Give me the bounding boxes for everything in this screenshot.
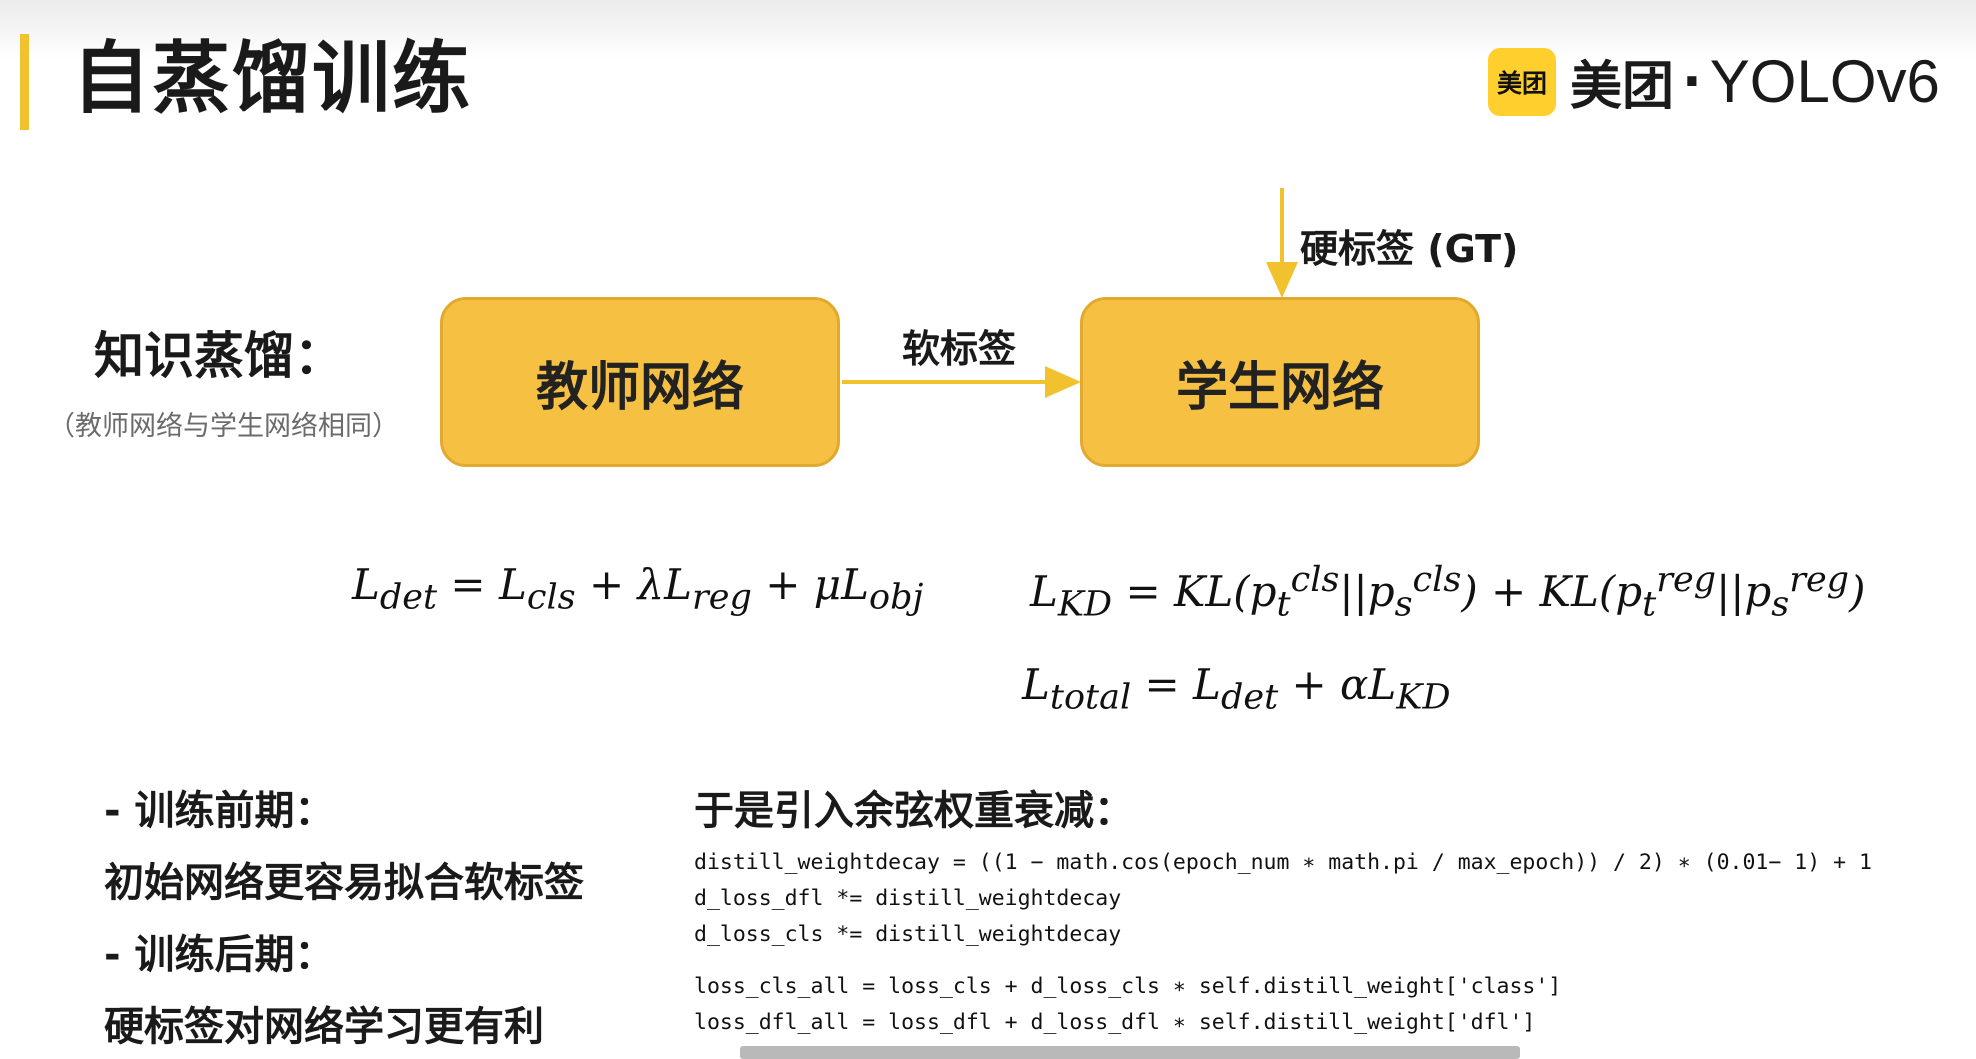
kd-loss-formula: LKD = KL(ptcls||pscls) + KL(ptreg||psreg… [1030,560,1866,625]
student-network-box: 学生网络 [1080,297,1480,467]
student-network-label: 学生网络 [1175,357,1384,418]
kd-heading: 知识蒸馏： [94,327,344,385]
logo-dot: · [1682,51,1702,112]
logo-cn-text: 美团 [1570,57,1675,117]
total-loss-formula: Ltotal = Ldet + αLKD [1022,660,1451,718]
cosine-decay-heading: 于是引入余弦权重衰减： [694,788,1134,834]
code-line-2: d_loss_dfl *= distill_weightdecay [694,886,1122,911]
early-stage-text: 初始网络更容易拟合软标签 [104,860,584,906]
brand-logo: 美团 美团 · YOLOv6 [1488,44,1940,119]
horizontal-scrollbar[interactable] [740,1046,1520,1059]
title-accent-bar [20,34,29,130]
meituan-logo-icon: 美团 [1488,47,1556,116]
code-line-4: loss_cls_all = loss_cls + d_loss_cls ∗ s… [694,974,1562,999]
teacher-network-box: 教师网络 [440,297,840,467]
code-line-5: loss_dfl_all = loss_dfl + d_loss_dfl ∗ s… [694,1010,1536,1035]
soft-label-text: 软标签 [902,327,1017,371]
early-stage-heading: - 训练前期： [104,788,335,834]
slide-title: 自蒸馏训练 [72,34,473,124]
late-stage-heading: - 训练后期： [104,932,335,978]
code-line-1: distill_weightdecay = ((1 − math.cos(epo… [694,850,1872,875]
top-shadow [0,0,1976,60]
hard-label-text: 硬标签 (GT) [1300,227,1519,271]
teacher-network-label: 教师网络 [535,357,744,418]
late-stage-text: 硬标签对网络学习更有利 [104,1004,544,1050]
kd-note: （教师网络与学生网络相同） [48,411,399,442]
det-loss-formula: Ldet = Lcls + λLreg + μLobj [352,560,924,618]
code-line-3: d_loss_cls *= distill_weightdecay [694,922,1122,947]
logo-en-text: YOLOv6 [1709,48,1940,115]
